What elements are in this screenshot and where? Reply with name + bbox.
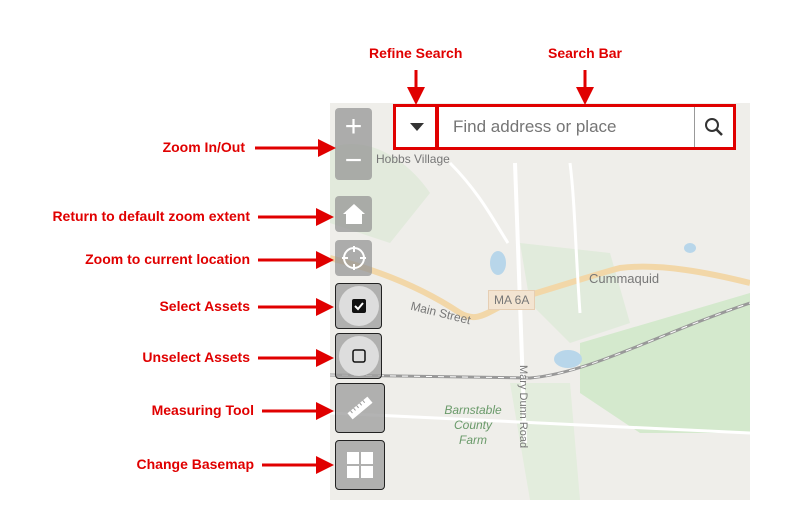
annotation-locate: Zoom to current location — [85, 251, 250, 267]
annotation-zoom: Zoom In/Out — [162, 139, 245, 155]
annotation-search-bar: Search Bar — [548, 45, 622, 61]
annotation-unselect: Unselect Assets — [142, 349, 250, 365]
locate-button[interactable] — [335, 240, 372, 276]
home-button[interactable] — [335, 196, 372, 232]
crosshair-icon — [341, 246, 366, 270]
map-view[interactable]: Hobbs Village Cummaquid MA 6A Main Stree… — [330, 103, 750, 500]
home-icon — [342, 204, 365, 224]
annotation-refine-search: Refine Search — [369, 45, 463, 61]
search-widget — [395, 106, 734, 148]
annotation-select: Select Assets — [159, 298, 250, 314]
map-label-farm: Barnstable County Farm — [438, 403, 508, 448]
zoom-out-button[interactable]: − — [344, 144, 363, 177]
select-assets-button[interactable] — [335, 283, 382, 329]
search-input[interactable] — [438, 107, 694, 147]
farm-label-line: Farm — [459, 433, 487, 447]
caret-down-icon — [409, 123, 424, 131]
basemap-button[interactable] — [335, 440, 385, 490]
grid-icon — [347, 452, 373, 478]
search-icon — [705, 118, 723, 136]
zoom-in-button[interactable]: + — [344, 110, 363, 143]
annotation-basemap: Change Basemap — [136, 456, 254, 472]
map-label-cummaquid: Cummaquid — [589, 271, 660, 286]
checkbox-checked-icon — [338, 286, 379, 326]
map-label-mary-dunn: Mary Dunn Road — [517, 365, 529, 449]
refine-search-dropdown[interactable] — [396, 107, 438, 147]
ruler-icon — [347, 396, 373, 420]
measure-button[interactable] — [335, 383, 385, 433]
farm-label-line: Barnstable — [444, 403, 502, 417]
unselect-assets-button[interactable] — [335, 333, 382, 379]
zoom-control: + − — [335, 108, 372, 180]
checkbox-empty-icon — [338, 336, 379, 376]
annotation-measure: Measuring Tool — [151, 402, 254, 418]
map-label-village: Hobbs Village — [376, 152, 450, 166]
annotation-home: Return to default zoom extent — [52, 208, 250, 224]
search-button[interactable] — [694, 107, 733, 147]
farm-label-line: County — [453, 418, 493, 432]
route-shield: MA 6A — [488, 290, 536, 310]
